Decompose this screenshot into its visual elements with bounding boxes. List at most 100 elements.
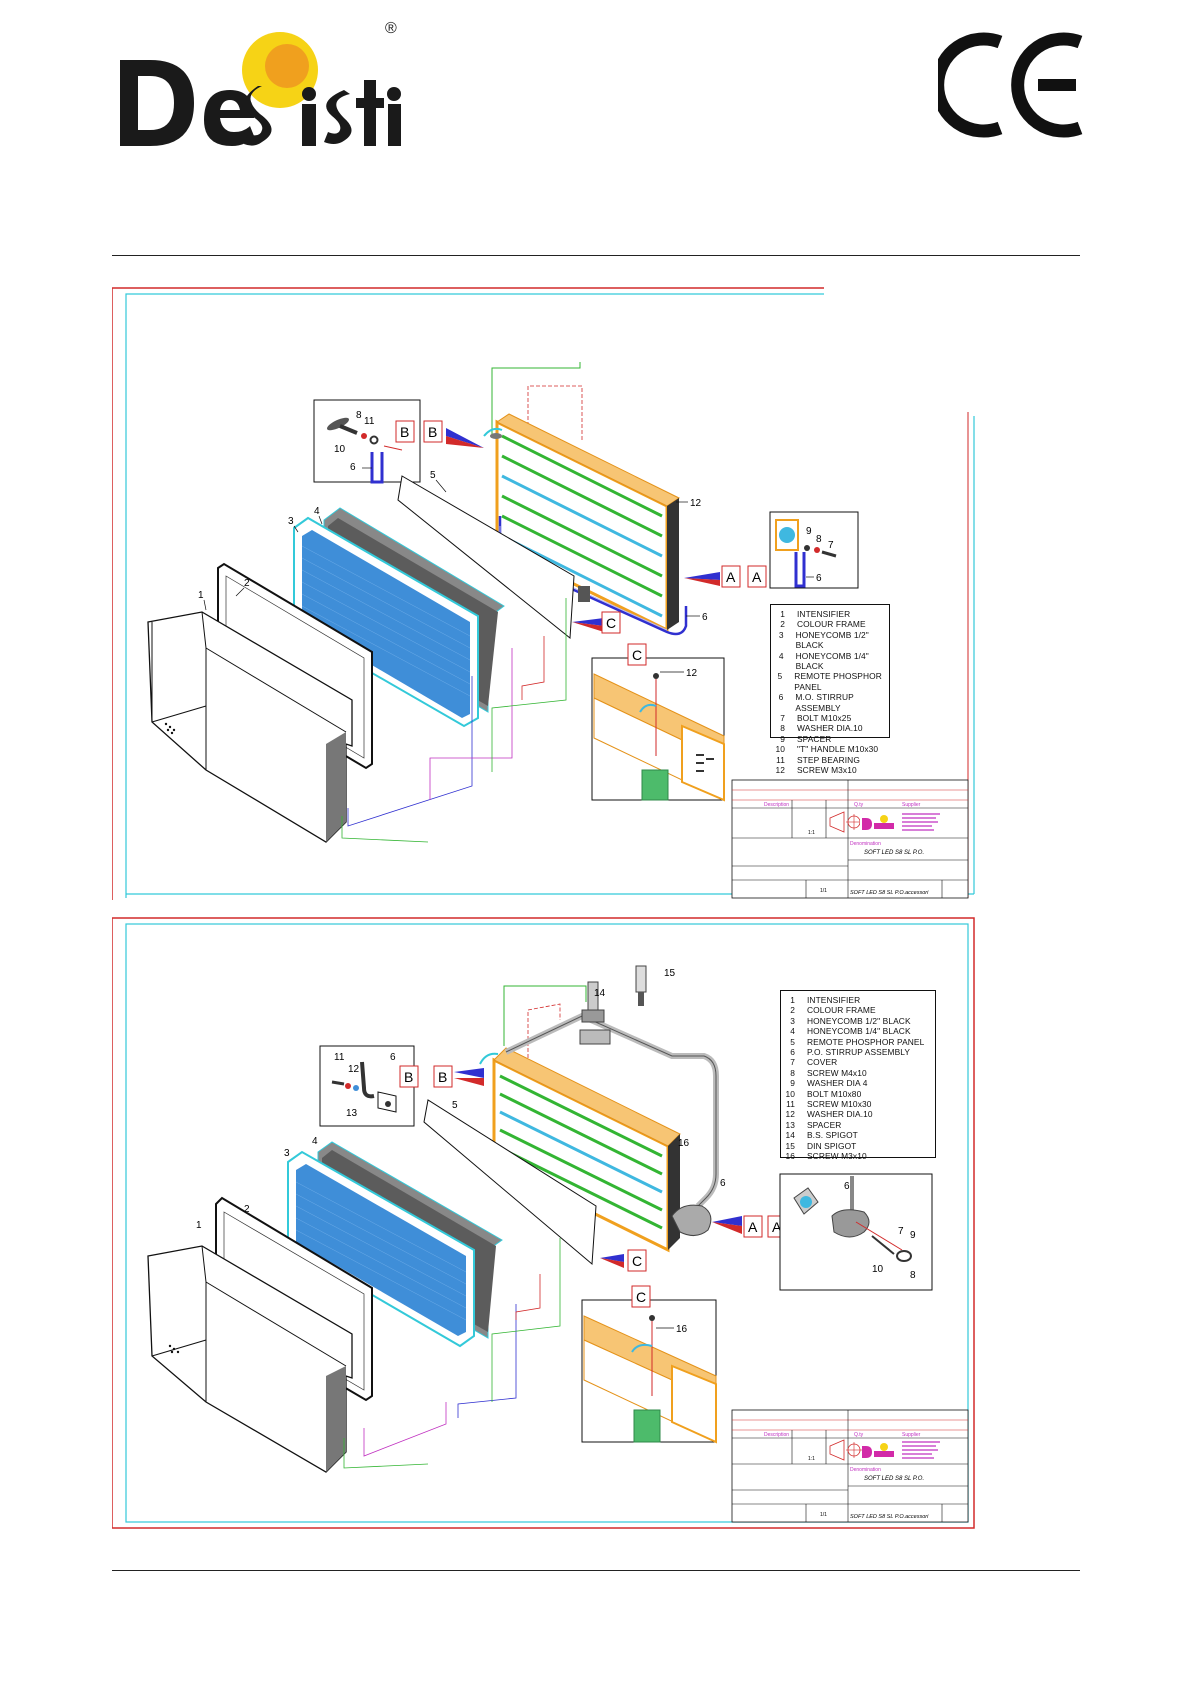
callout-b-1: B [404,1069,413,1085]
callout-8: 8 [910,1270,916,1281]
callout-6-b: 6 [702,612,708,623]
tb-supplier-label: Supplier [902,1432,921,1438]
callout-b-2: B [438,1069,447,1085]
callout-16-b: 16 [676,1324,688,1335]
callout-9: 9 [910,1230,916,1241]
part-name: HONEYCOMB 1/4" BLACK [795,650,869,672]
callout-13: 13 [346,1108,358,1119]
part-number: 6 [778,692,784,703]
callout-5: 5 [430,470,436,481]
callout-10: 10 [872,1264,884,1275]
callout-14: 14 [594,988,606,999]
drawing-sheet-1: 8 11 10 6 B B 12 6 [112,286,976,900]
tb-scale: 1:1 [808,1456,815,1462]
intensifier-1 [147,611,353,843]
callout-2: 2 [244,578,250,589]
callout-12-b: 12 [686,668,698,679]
part-number: 7 [780,713,785,724]
parts-row: 15 DIN SPIGOT [781,1141,935,1151]
parts-row: 10"T" HANDLE M10x30 [771,744,889,754]
tb-qty-label: Q.ty [854,802,864,808]
tb-desisti-logo [860,814,896,830]
callout-c-2: C [632,647,642,663]
part-number: 13 [785,1119,795,1130]
callout-a-1: A [748,1219,758,1235]
callout-8-b: 8 [816,534,822,545]
detail-c: C 12 [591,643,725,802]
part-name: REMOTE PHOSPHOR PANEL [794,671,882,692]
part-name: SPACER [807,1119,842,1130]
part-number: 10 [785,1088,795,1099]
part-number: 14 [785,1130,795,1141]
callout-5: 5 [452,1100,458,1111]
callout-12: 12 [348,1064,360,1075]
parts-row: 5 REMOTE PHOSPHOR PANEL [771,671,889,692]
parts-row: 3 HONEYCOMB 1/2" BLACK [781,1016,935,1026]
tb-name: SOFT LED S8 SL P.O. [864,1476,924,1482]
callout-11: 11 [364,416,375,427]
tb-sheet: 1/1 [820,1512,827,1518]
header-rule [112,255,1080,256]
part-name: REMOTE PHOSPHOR PANEL [807,1036,925,1047]
part-number: 1 [790,995,795,1005]
callout-3: 3 [288,516,294,527]
part-name: COLOUR FRAME [807,1005,876,1016]
part-name: HONEYCOMB 1/2" BLACK [807,1015,911,1026]
callout-c-1: C [606,615,616,631]
part-name: SCREW M4x10 [807,1067,867,1078]
part-name: BOLT M10x80 [807,1088,862,1099]
part-number: 1 [780,609,785,619]
part-number: 11 [776,754,785,765]
callout-6-b: 6 [720,1178,726,1189]
part-name: INTENSIFIER [807,995,861,1005]
callout-7: 7 [828,540,834,551]
tb-file: SOFT LED S8 SL P.O.accessori [850,890,929,896]
callout-1: 1 [196,1220,202,1231]
callout-9: 9 [806,526,812,537]
part-number: 9 [780,733,785,744]
part-name: HONEYCOMB 1/4" BLACK [807,1026,911,1037]
callout-4: 4 [312,1136,318,1147]
part-number: 6 [790,1047,795,1058]
callout-3: 3 [284,1148,290,1159]
part-number: 5 [777,671,783,682]
part-number: 12 [785,1109,795,1120]
part-number: 12 [775,765,785,776]
tb-denomination-label: Denomination [850,841,881,847]
callout-c-1: C [632,1253,642,1269]
callout-15: 15 [664,968,676,979]
part-name: COVER [807,1057,838,1068]
intensifier-2 [147,1245,353,1473]
tb-denomination-label: Denomination [850,1467,881,1473]
parts-row: 1 INTENSIFIER [781,995,935,1005]
part-name: DIN SPIGOT [807,1140,857,1151]
part-number: 15 [785,1140,795,1151]
part-number: 4 [778,650,784,661]
part-number: 3 [790,1015,795,1026]
part-name: INTENSIFIER [797,609,851,619]
callout-1: 1 [198,590,204,601]
part-number: 11 [786,1099,795,1110]
part-name: WASHER DIA.10 [797,723,863,734]
fixture-body-1 [483,413,688,636]
part-name: COLOUR FRAME [797,619,866,630]
detail-b: 8 11 10 6 [313,399,421,484]
detail-b-2: 11 12 13 6 [319,1045,415,1127]
callout-11: 11 [334,1052,345,1063]
part-number: 4 [790,1026,795,1037]
part-number: 16 [785,1151,795,1162]
callout-4: 4 [314,506,320,517]
part-number: 9 [790,1078,795,1089]
part-name: "T" HANDLE M10x30 [797,744,879,755]
footer-rule [112,1570,1080,1571]
parts-row: 4 HONEYCOMB 1/4" BLACK [771,651,889,672]
part-name: B.S. SPIGOT [807,1130,858,1141]
detail-a: 9 8 7 6 [769,511,859,589]
